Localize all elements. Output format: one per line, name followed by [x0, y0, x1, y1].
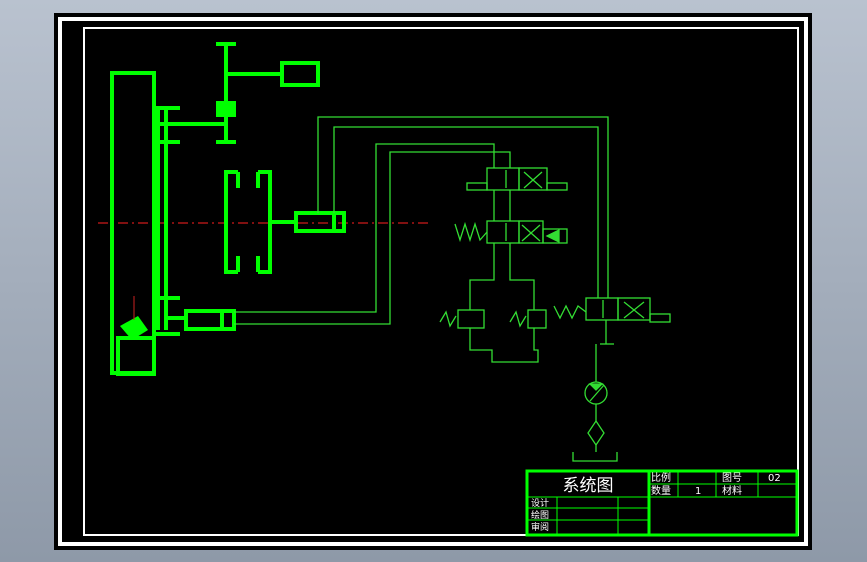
quantity-label: 数量: [651, 484, 671, 497]
motor-box: [116, 336, 156, 376]
valve-3-solenoid: [649, 313, 671, 323]
valve-2-solenoid: [542, 228, 568, 244]
material-label: 材料: [722, 484, 742, 497]
drafter-label: 绘图: [531, 509, 549, 521]
valve-1-right: [518, 167, 548, 191]
valve-2-x-b: [521, 224, 541, 242]
valve-3-right: [617, 297, 651, 321]
valve-3-x-b: [623, 301, 645, 319]
hydraulic-circuit: [234, 116, 671, 462]
title-block: [525, 469, 799, 537]
quantity-value: 1: [695, 486, 701, 497]
tank: [572, 452, 618, 462]
pipe-4: [234, 151, 511, 325]
arm-end-block: [280, 61, 320, 87]
drive-cylinder: [184, 309, 236, 331]
pump-head: [588, 383, 604, 391]
relief-valve-1-spring: [439, 310, 457, 328]
drawing-title: 系统图: [563, 476, 614, 496]
relief-valve-2: [527, 309, 547, 329]
pipe-1: [317, 116, 609, 298]
sheet-background: [54, 13, 812, 550]
valve-3-spring: [553, 304, 587, 320]
valve-1-solenoid-l: [466, 182, 488, 191]
title-block-frame: [525, 469, 799, 537]
mechanism: [110, 42, 346, 376]
relief-valve-1: [457, 309, 485, 329]
clamp-cylinder: [294, 211, 346, 233]
drawing-no-label: 图号: [722, 472, 742, 484]
drawing-no-value: 02: [768, 473, 781, 484]
gear-hub: [216, 101, 236, 117]
motor-gear: [120, 316, 148, 340]
valve-1-x-b: [523, 171, 543, 189]
pipe-9: [469, 328, 539, 363]
clamp-jaw-left: [224, 170, 238, 274]
reviewer-label: 审阅: [531, 521, 549, 533]
relief-valve-2-spring: [509, 310, 527, 328]
valve-2-spring: [454, 221, 488, 243]
designer-label: 设计: [531, 497, 549, 509]
pipe-7: [469, 243, 495, 310]
outer-frame: [58, 17, 808, 546]
pipe-2: [333, 126, 599, 298]
valve-1-solenoid-r: [546, 182, 568, 191]
pipe-8: [509, 243, 535, 310]
inner-frame: [83, 27, 799, 536]
valve-2-solenoid-arrow: [545, 228, 560, 244]
scale-label: 比例: [651, 471, 671, 484]
pump-arrow: [589, 384, 605, 402]
